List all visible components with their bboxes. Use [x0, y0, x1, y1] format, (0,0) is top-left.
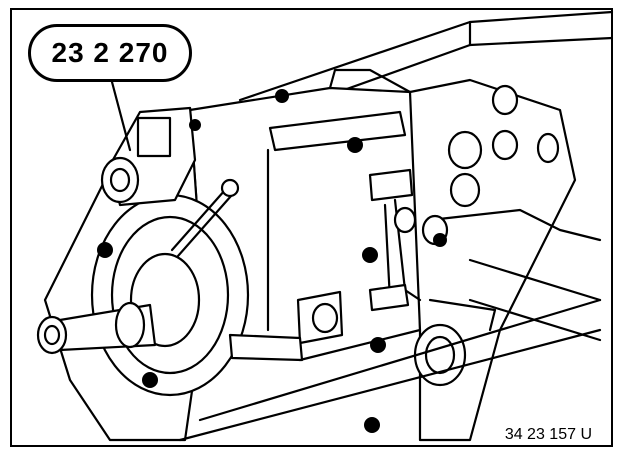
background-housing-edge — [238, 10, 614, 102]
bolt-head — [275, 89, 289, 103]
special-tool-number-badge: 23 2 270 — [28, 24, 192, 82]
bolt-head — [433, 233, 447, 247]
bolt-head — [362, 247, 378, 263]
bolt-head — [189, 119, 201, 131]
selector-lever — [368, 168, 414, 202]
bolt-head — [364, 417, 380, 433]
bolt-head — [142, 372, 158, 388]
figure-frame — [10, 8, 613, 447]
bolt-head — [97, 242, 113, 258]
bolt-head — [347, 137, 363, 153]
bolt-head — [370, 337, 386, 353]
figure-reference-code: 34 23 157 U — [502, 426, 594, 444]
